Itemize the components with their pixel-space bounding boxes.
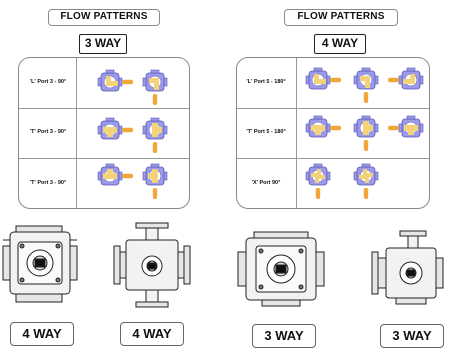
valve-label-4way-1: 4 WAY: [10, 322, 74, 346]
left-row-label-1: 'L' Port 3 - 90°: [29, 79, 67, 85]
valve-4way-side-drawing: [113, 222, 191, 308]
flow-diagram-t-down-icon: [142, 117, 168, 153]
valve-4way-front-drawing: [2, 225, 78, 303]
right-flow-table: [236, 57, 430, 209]
valve-3way-front-drawing: [237, 231, 325, 307]
right-table-row-sep-1: [237, 108, 429, 109]
flow-diagram-l4-c-icon: [388, 67, 424, 90]
flow-diagram-t4-c-icon: [388, 115, 424, 138]
right-row-label-3: 'X' Port 90°: [251, 180, 281, 186]
right-table-row-sep-2: [237, 158, 429, 159]
left-row-label-3: 'T' Port 3 - 90°: [29, 180, 67, 186]
right-flow-patterns-header: FLOW PATTERNS: [284, 9, 398, 26]
flow-diagram-x4-a-icon: [305, 163, 331, 199]
flow-diagram-x4-b-icon: [353, 163, 379, 199]
left-table-row-sep-2: [19, 158, 189, 159]
valve-label-4way-2: 4 WAY: [120, 322, 184, 346]
flow-diagram-t-split-icon: [142, 163, 168, 199]
right-4way-title: 4 WAY: [314, 34, 366, 54]
flow-diagram-t4-b-icon: [353, 115, 379, 151]
flow-diagram-l4-a-icon: [305, 67, 341, 90]
valve-label-3way-1: 3 WAY: [252, 324, 316, 348]
flow-diagram-l-down-icon: [142, 69, 168, 105]
flow-diagram-l4-b-icon: [353, 67, 379, 103]
flow-diagram-t4-a-icon: [305, 115, 341, 138]
right-row-label-1: 'L' Port 5 - 180°: [246, 79, 286, 85]
left-table-divider: [76, 58, 77, 208]
right-table-divider: [296, 58, 297, 208]
valve-label-3way-2: 3 WAY: [380, 324, 444, 348]
left-table-row-sep-1: [19, 108, 189, 109]
valve-3way-side-drawing: [371, 230, 444, 305]
left-row-label-2: 'T' Port 3 - 90°: [29, 129, 67, 135]
flow-diagram-t-right-icon: [97, 117, 133, 140]
left-3way-title: 3 WAY: [79, 34, 127, 54]
flow-diagram-l-right-icon: [97, 69, 133, 92]
right-row-label-2: 'T' Port 5 - 180°: [246, 129, 286, 135]
left-flow-patterns-header: FLOW PATTERNS: [48, 9, 160, 26]
flow-diagram-t-straight-icon: [97, 163, 133, 186]
